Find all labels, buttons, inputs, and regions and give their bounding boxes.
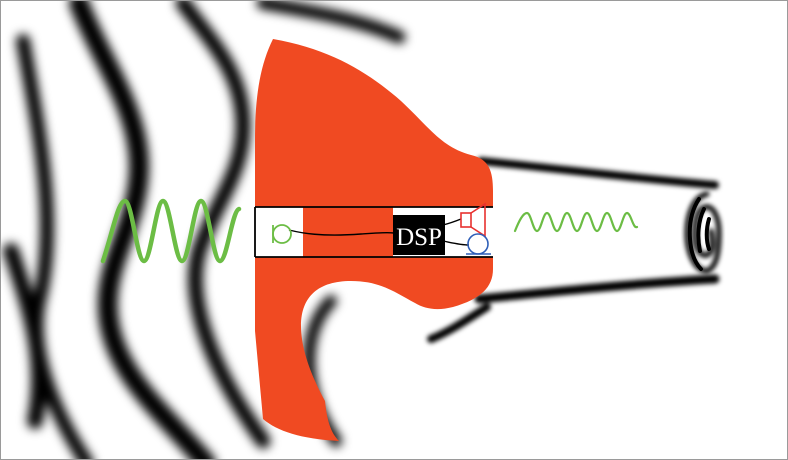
outer-ear-outline	[3, 1, 406, 459]
output-sound-wave	[513, 211, 639, 233]
ear-canal	[427, 157, 720, 343]
ear-concha-curve	[3, 243, 48, 429]
canal-lower-shadow	[427, 303, 491, 343]
speaker-wire	[442, 218, 462, 226]
vent-loop-icon	[466, 233, 491, 255]
earpiece-body	[255, 39, 493, 441]
vent-wire	[442, 240, 470, 246]
speaker-icon	[460, 202, 486, 238]
dsp-box	[393, 215, 445, 255]
ear-antihelix-curve	[175, 1, 271, 449]
dsp-chip: DSP	[393, 215, 445, 255]
mic-wire	[288, 229, 395, 236]
ear-helix-curve	[69, 1, 216, 459]
canal-upper-wall	[477, 157, 719, 189]
incoming-sound-wave	[100, 198, 242, 264]
eardrum-edge	[687, 197, 711, 271]
ear-inner-curve	[16, 34, 93, 459]
earpiece-upper-shell	[255, 39, 493, 207]
spiral-icon	[684, 191, 722, 274]
canal-lower-wall	[474, 274, 720, 304]
earpiece-lower-shell	[255, 257, 493, 441]
earpiece-core-block	[303, 207, 393, 257]
ear-top-curve	[256, 1, 406, 44]
microphone-icon	[272, 224, 292, 244]
dsp-label: DSP	[396, 224, 442, 251]
internal-wiring	[254, 206, 493, 258]
